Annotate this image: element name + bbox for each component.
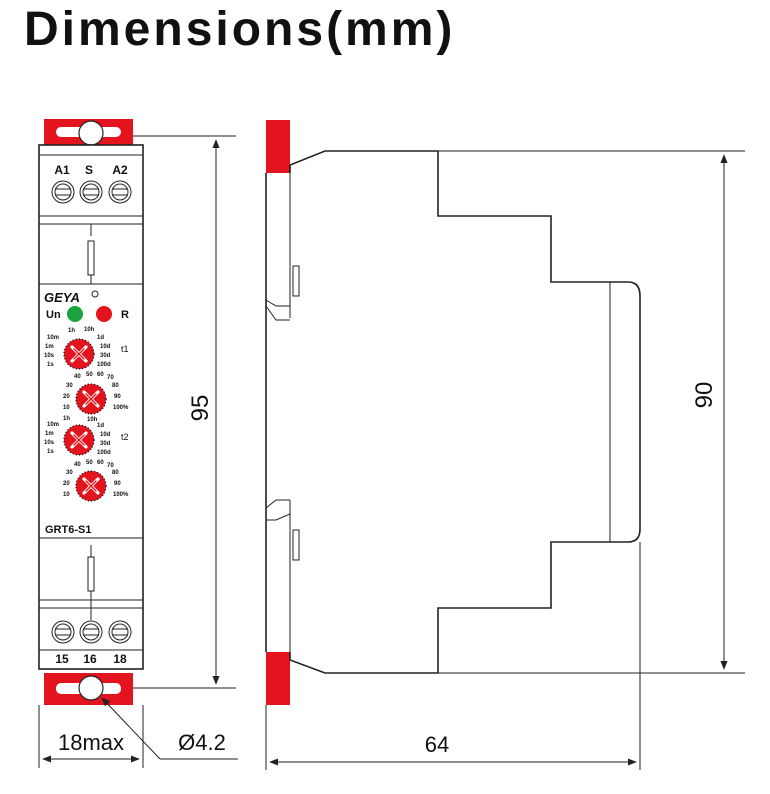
scale-label: 60: [97, 372, 104, 378]
front-view: A1 S A2 GEYA Un R 10m 1m 10s 1s: [38, 119, 144, 705]
page-title: Dimensions(mm): [24, 3, 456, 56]
terminal-screw-18: [108, 620, 132, 644]
dimension-64: 64: [425, 732, 449, 757]
model-label: GRT6-S1: [45, 524, 91, 536]
t2-range-knob: [62, 423, 96, 457]
terminal-label-16: 16: [83, 652, 97, 666]
side-view: [265, 120, 641, 705]
scale-label: 30d: [100, 441, 111, 447]
scale-label: 1h: [63, 416, 70, 422]
scale-label: 1m: [45, 431, 54, 437]
terminal-label-18: 18: [113, 652, 127, 666]
side-top-clip: [266, 120, 290, 173]
scale-label: 1s: [47, 362, 54, 368]
scale-label: 10s: [44, 440, 55, 446]
relay-led-icon: [96, 306, 112, 322]
scale-label: 20: [63, 394, 70, 400]
scale-label: 10d: [100, 432, 111, 438]
dimension-90: 90: [691, 382, 718, 409]
bottom-mounting-hole: [78, 675, 104, 701]
terminal-label-a2: A2: [112, 163, 128, 177]
terminal-screw-a2: [108, 180, 132, 204]
scale-label: 1s: [47, 449, 54, 455]
terminal-screw-15: [51, 620, 75, 644]
brand-logo: GEYA: [44, 290, 80, 305]
power-led-icon: [67, 306, 83, 322]
led-indicators: Un R: [46, 306, 129, 322]
t1-percent-selector: 40 50 60 70 30 20 10 80 90 100%: [63, 372, 129, 416]
dimension-hole: Ø4.2: [178, 730, 226, 755]
dimension-95: 95: [187, 395, 214, 422]
scale-label: 80: [112, 470, 119, 476]
scale-label: 10s: [44, 353, 55, 359]
scale-label: 10h: [84, 327, 95, 333]
scale-label: 90: [114, 481, 121, 487]
t1-percent-knob: [74, 382, 108, 416]
led-label-r: R: [121, 309, 129, 321]
scale-label: 40: [74, 374, 81, 380]
label-slot-top: [87, 240, 95, 276]
scale-label: 10d: [100, 344, 111, 350]
terminal-screw-a1: [51, 180, 75, 204]
t2-percent-selector: 40 50 60 70 30 20 10 80 90 100%: [63, 460, 129, 503]
bottom-terminals: 15 16 18: [51, 620, 132, 666]
t1-label: t1: [121, 344, 129, 354]
scale-label: 100%: [113, 405, 129, 411]
scale-label: 100d: [97, 450, 111, 456]
scale-label: 50: [86, 460, 93, 466]
scale-label: 100d: [97, 362, 111, 368]
scale-label: 90: [114, 394, 121, 400]
led-label-un: Un: [46, 309, 61, 321]
scale-label: 1h: [68, 328, 75, 334]
scale-label: 30d: [100, 353, 111, 359]
scale-label: 60: [97, 460, 104, 466]
side-bottom-clip: [266, 652, 290, 705]
top-terminals: A1 S A2: [51, 163, 132, 204]
scale-label: 80: [112, 383, 119, 389]
terminal-label-s: S: [85, 163, 93, 177]
t2-range-selector: 1h 10h 10m 1m 10s 1s 1d 10d 30d 100d t2: [44, 416, 129, 457]
scale-label: 30: [66, 470, 73, 476]
scale-label: 1d: [97, 335, 104, 341]
top-mounting-hole: [78, 120, 104, 146]
housing-outline: [38, 144, 144, 670]
scale-label: 10: [63, 492, 70, 498]
scale-label: 10m: [47, 335, 59, 341]
t1-range-selector: 10m 1m 10s 1s 1h 10h 1d 10d 30d 100d t1: [44, 327, 129, 371]
scale-label: 10m: [47, 422, 59, 428]
t2-label: t2: [121, 432, 129, 442]
scale-label: 40: [74, 462, 81, 468]
hole-dimension: Ø4.2: [101, 697, 238, 760]
scale-label: 1d: [97, 423, 104, 429]
t2-percent-knob: [74, 469, 108, 503]
scale-label: 30: [66, 383, 73, 389]
height-dimension-side: 90: [438, 150, 745, 674]
scale-label: 100%: [113, 492, 129, 498]
terminal-label-15: 15: [55, 652, 69, 666]
scale-label: 70: [107, 375, 114, 381]
t1-range-knob: [62, 337, 96, 371]
side-profile-outline: [289, 150, 641, 674]
scale-label: 10h: [87, 417, 98, 423]
scale-label: 50: [86, 372, 93, 378]
label-slot-bottom: [87, 556, 95, 592]
height-dimension-front: 95: [133, 135, 236, 689]
depth-dimension: 64: [265, 542, 641, 770]
scale-label: 1m: [45, 344, 54, 350]
terminal-screw-s: [79, 180, 103, 204]
terminal-label-a1: A1: [54, 163, 70, 177]
scale-label: 20: [63, 481, 70, 487]
scale-label: 70: [107, 463, 114, 469]
terminal-screw-16: [79, 620, 103, 644]
dimension-18max: 18max: [58, 730, 124, 755]
scale-label: 10: [63, 405, 70, 411]
width-dimension: 18max: [38, 705, 144, 768]
